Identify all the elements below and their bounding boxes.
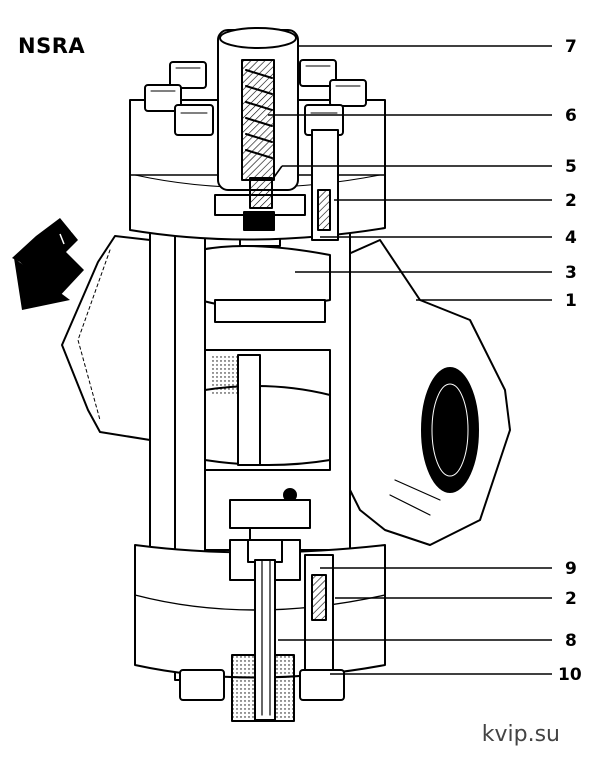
- flow-direction-arrow-icon: [12, 218, 84, 310]
- bottom-plug: [229, 539, 301, 722]
- body-right-port: [334, 239, 511, 546]
- callout-5: 5: [565, 157, 577, 177]
- bottom-bolt-heads: [179, 669, 345, 701]
- right-lower-stud: [304, 554, 334, 676]
- spring-seat: [214, 177, 306, 231]
- callout-8: 8: [565, 631, 577, 651]
- spring: [245, 69, 273, 159]
- body-left-lobe: [61, 235, 151, 441]
- callout-leaders: [268, 45, 552, 675]
- callout-labels: 7 6 5 2 4 3 1 9 2 8 10: [558, 37, 582, 685]
- callout-2-upper: 2: [565, 191, 577, 211]
- callout-2-lower: 2: [565, 589, 577, 609]
- diagram-title: NSRA: [18, 34, 86, 58]
- top-cap: [217, 27, 299, 191]
- callout-6: 6: [565, 106, 577, 126]
- callout-9: 9: [565, 559, 577, 579]
- callout-10: 10: [558, 665, 582, 685]
- callout-3: 3: [565, 263, 577, 283]
- callout-1: 1: [565, 291, 577, 311]
- watermark: kvip.su: [481, 722, 560, 747]
- callout-7: 7: [565, 37, 577, 57]
- top-bolt-heads: [144, 59, 367, 136]
- disc-assembly: [214, 227, 326, 529]
- callout-4: 4: [565, 228, 577, 248]
- right-upper-stud: [311, 129, 339, 241]
